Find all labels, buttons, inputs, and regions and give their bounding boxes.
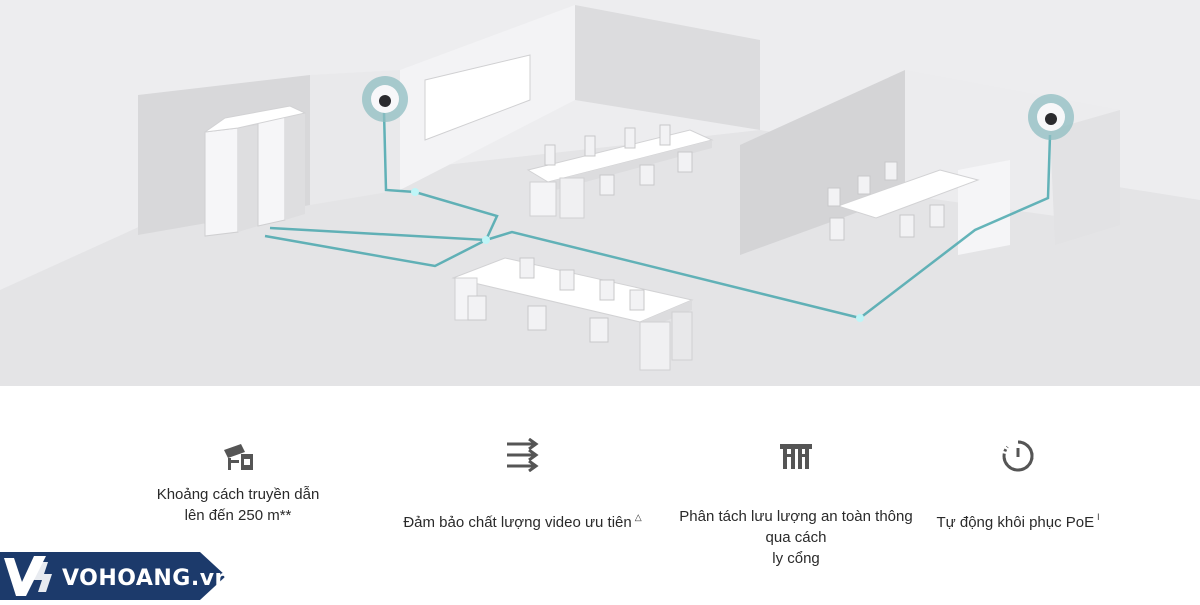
dome-camera-icon xyxy=(1028,94,1074,140)
feature-text-line: Tự động khôi phục PoE xyxy=(936,514,1095,531)
port-isolation-icon xyxy=(779,442,813,478)
priority-arrows-icon xyxy=(505,437,541,478)
office-network-illustration xyxy=(0,0,1200,386)
footnote-mark: △ xyxy=(634,512,642,522)
desk-cluster-top xyxy=(526,124,714,219)
office-floor-svg xyxy=(138,5,1120,371)
feature-video-priority: Đảm bảo chất lượng video ưu tiên△ xyxy=(375,386,670,536)
feature-list: Khoảng cách truyền dẫn lên đến 250 m** Đ… xyxy=(0,386,1200,600)
glass-partition xyxy=(958,160,1010,255)
feature-text-line: Đảm bảo chất lượng video ưu tiên xyxy=(403,514,632,531)
feature-text-line: Phân tách lưu lượng an toàn thông xyxy=(679,508,913,525)
desk-cluster-bottom xyxy=(451,257,694,371)
power-recovery-icon xyxy=(1000,438,1036,480)
back-wall-right xyxy=(575,5,760,130)
meeting-room-corner xyxy=(1050,110,1120,245)
meeting-table xyxy=(827,161,980,241)
footnote-mark: ǀ xyxy=(1097,512,1100,522)
feature-text-line: ly cổng xyxy=(772,550,820,567)
brand-logo xyxy=(0,552,226,600)
dome-camera-icon xyxy=(362,76,408,122)
network-cables xyxy=(264,111,1052,320)
bullet-camera-range-icon xyxy=(221,442,255,478)
feature-transmission-distance: Khoảng cách truyền dẫn lên đến 250 m** xyxy=(128,386,348,536)
feature-text-line: lên đến 250 m** xyxy=(184,507,292,524)
feature-text-line: Khoảng cách truyền dẫn xyxy=(156,486,320,503)
feature-port-isolation: Phân tách lưu lượng an toàn thông qua cá… xyxy=(660,386,932,576)
feature-text-line: qua cách xyxy=(765,529,827,546)
brand-name: VOHOANG.vn xyxy=(62,566,231,591)
cable-nodes xyxy=(411,188,864,322)
whiteboard xyxy=(424,54,531,141)
server-racks xyxy=(204,105,307,237)
